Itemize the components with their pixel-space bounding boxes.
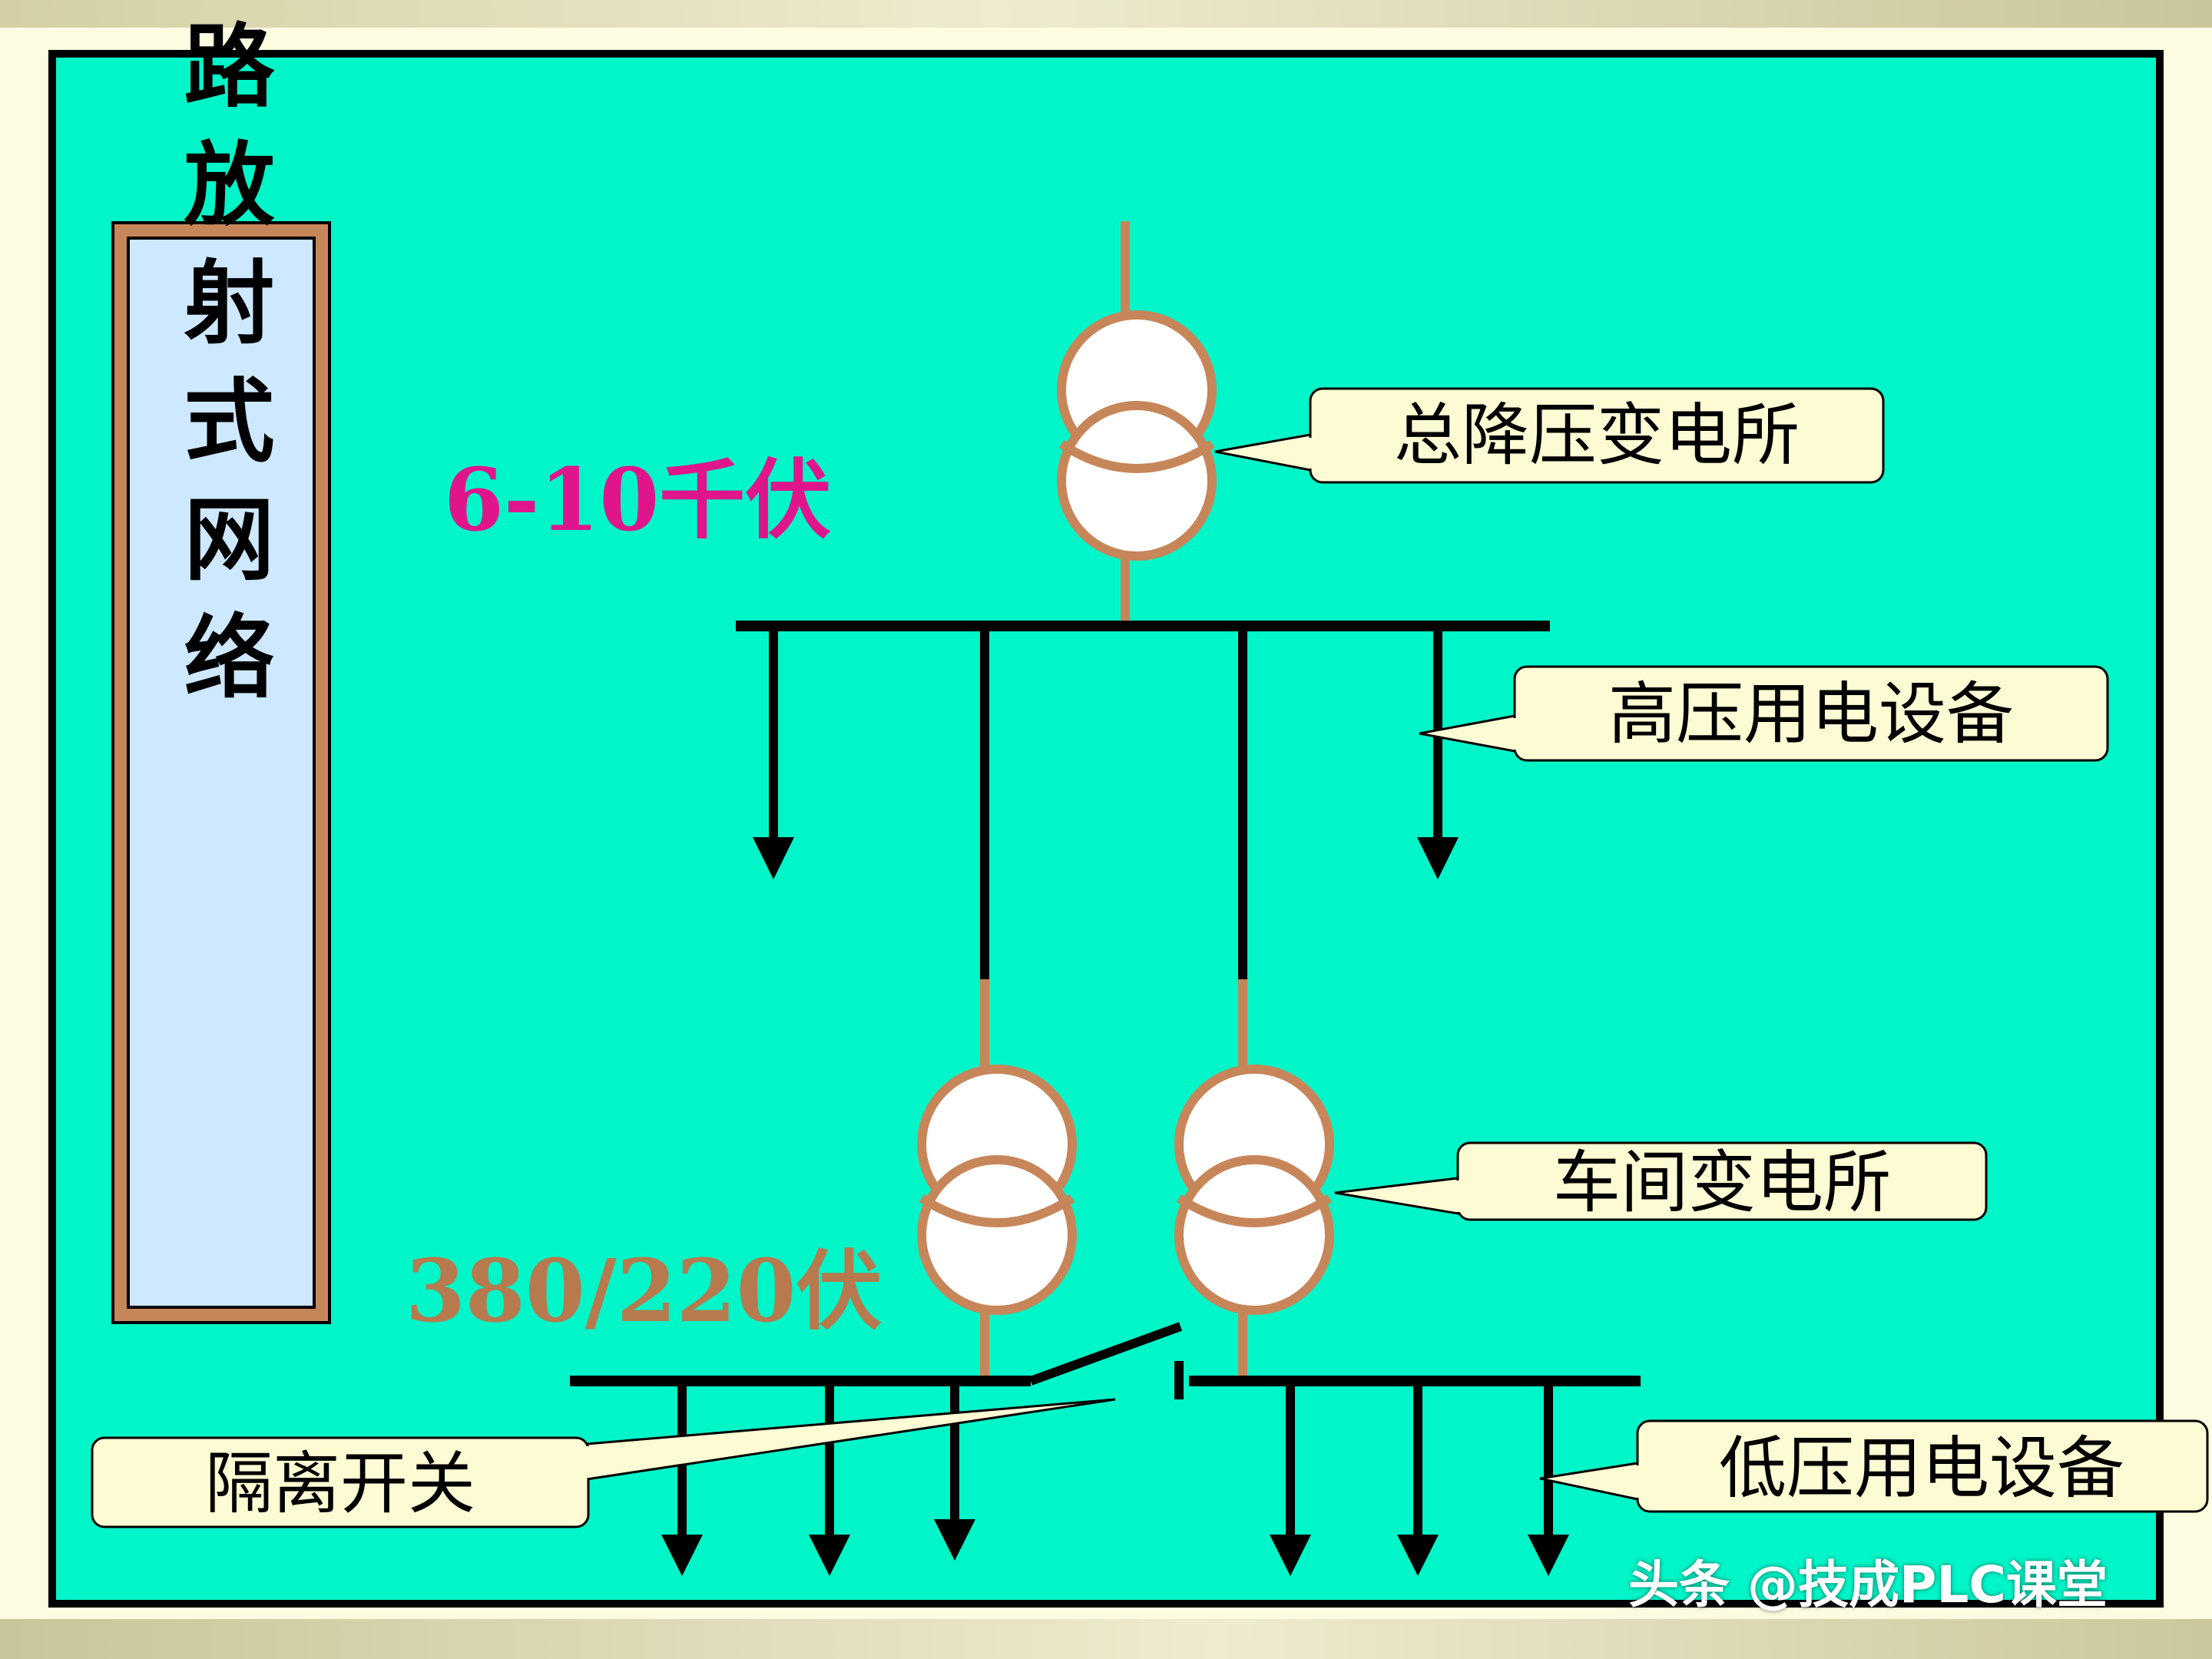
callout-lv-equipment: 低压用电设备 [1539, 1419, 2209, 1513]
lv-equipment-label: 低压用电设备 [1719, 1429, 2124, 1508]
voltage-high-label: 6-10千伏 [444, 450, 831, 551]
diagram-panel [48, 50, 2164, 1608]
voltage-low-label: 380/220伏 [406, 1241, 882, 1342]
workshop-transformer-left [917, 979, 1077, 1379]
top-band [0, 0, 2212, 28]
callout-disconnector: 隔离开关 [91, 1398, 1116, 1528]
callout-hv-equipment: 高压用电设备 [1419, 665, 2109, 762]
disconnector-switch [1028, 1322, 1184, 1399]
diagram-title: 双回路放射式网络 [168, 0, 274, 728]
disconnector-label: 隔离开关 [205, 1444, 475, 1523]
watermark: 头条 @技成PLC课堂 [1628, 1555, 2108, 1614]
hv-equipment-label: 高压用电设备 [1608, 674, 2014, 753]
workshop-transformer-right [1174, 979, 1334, 1379]
workshop-substation-label: 车间变电所 [1553, 1143, 1891, 1222]
callout-main-substation: 总降压变电所 [1214, 387, 1885, 484]
title-box: 双回路放射式网络 [111, 0, 331, 1324]
bottom-band [0, 1619, 2212, 1659]
main-transformer [1057, 221, 1217, 624]
callout-workshop-substation: 车间变电所 [1334, 1141, 1988, 1222]
main-substation-label: 总降压变电所 [1394, 396, 1800, 475]
